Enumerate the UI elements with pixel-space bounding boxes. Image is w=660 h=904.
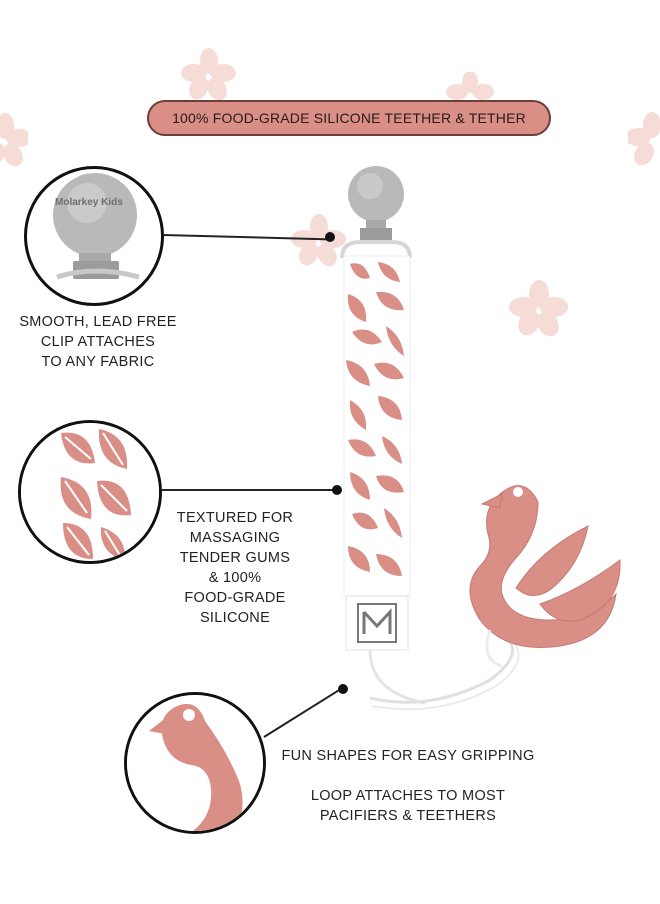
- texture-pointer-dot: [332, 485, 342, 495]
- headline-banner: 100% FOOD-GRADE SILICONE TEETHER & TETHE…: [147, 100, 551, 136]
- loop-caption: LOOP ATTACHES TO MOST PACIFIERS & TEETHE…: [266, 786, 550, 826]
- caption-line: CLIP ATTACHES: [40, 334, 156, 350]
- flower-icon: [446, 72, 494, 100]
- texture-detail-circle: [18, 420, 162, 564]
- swan-head-icon: [127, 695, 263, 831]
- clip-brand-text: Molarkey Kids: [55, 197, 123, 208]
- shapes-caption: FUN SHAPES FOR EASY GRIPPING: [266, 746, 550, 766]
- flower-icon: [0, 113, 28, 167]
- swan-pointer-dot: [338, 684, 348, 694]
- texture-pointer-line: [161, 489, 333, 491]
- caption-line: LOOP ATTACHES TO MOST: [310, 788, 506, 804]
- logo-m-icon: [357, 603, 397, 643]
- cord-loop: [370, 641, 520, 711]
- caption-line: FOOD-GRADE: [184, 590, 286, 606]
- caption-line: TO ANY FABRIC: [41, 354, 155, 370]
- clip-pointer-dot: [325, 232, 335, 242]
- leaf-pattern-icon: [21, 423, 159, 561]
- clip-icon: [53, 173, 140, 280]
- caption-line: PACIFIERS & TEETHERS: [319, 808, 497, 824]
- caption-line: & 100%: [208, 570, 262, 586]
- flower-icon: [291, 214, 346, 267]
- flower-icon: [181, 48, 236, 101]
- caption-line: SMOOTH, LEAD FREE: [19, 314, 177, 330]
- swan-detail-circle: [124, 692, 266, 834]
- flower-icon: [628, 112, 660, 166]
- caption-line: FUN SHAPES FOR EASY GRIPPING: [281, 748, 535, 764]
- banner-text: 100% FOOD-GRADE SILICONE TEETHER & TETHE…: [172, 110, 526, 126]
- clip-detail-circle: Molarkey Kids: [24, 166, 164, 306]
- flower-icon: [509, 280, 568, 337]
- clip-caption: SMOOTH, LEAD FREE CLIP ATTACHES TO ANY F…: [0, 312, 196, 372]
- texture-caption: TEXTURED FOR MASSAGING TENDER GUMS & 100…: [150, 508, 320, 628]
- caption-line: TEXTURED FOR: [176, 510, 294, 526]
- swan-teether-icon: [469, 485, 621, 668]
- tether-product: [340, 166, 425, 705]
- caption-line: TENDER GUMS: [179, 550, 291, 566]
- caption-line: SILICONE: [199, 610, 271, 626]
- caption-line: MASSAGING: [189, 530, 281, 546]
